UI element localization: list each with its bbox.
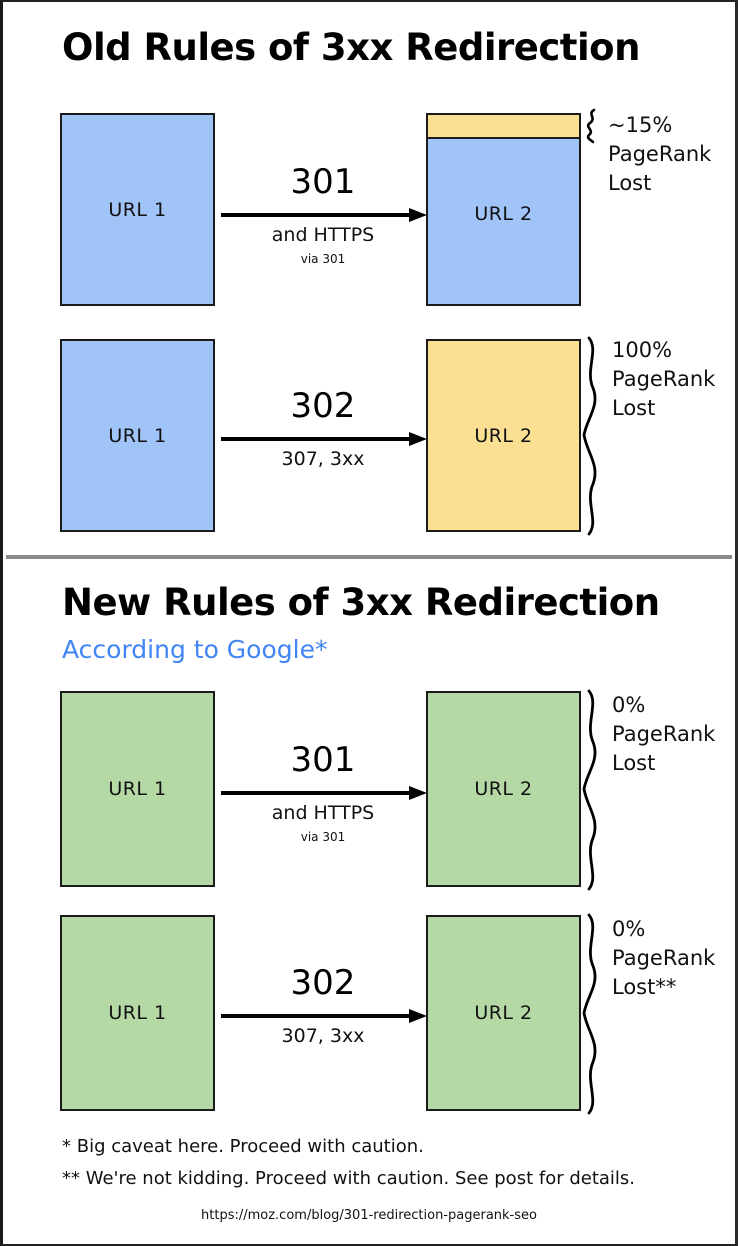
redirect-code-label: 301 [290, 162, 356, 202]
target-url-label: URL 2 [474, 203, 533, 225]
target-url-box-new-301: URL 2 [426, 691, 581, 887]
source-url-box-old-301: URL 1 [60, 113, 215, 306]
new-rules-title: New Rules of 3xx Redirection [62, 581, 660, 624]
brace-small-icon [586, 108, 596, 144]
brace-tall-icon [582, 913, 597, 1115]
source-url-label: URL 1 [108, 778, 167, 800]
redirect-code-label: 302 [290, 963, 356, 1003]
result-label-old-301: ~15% PageRank Lost [608, 113, 712, 195]
result-label-old-302: 100% PageRank Lost [612, 338, 716, 420]
redirect-sub2-label: via 301 [300, 830, 346, 844]
source-url-text: https://moz.com/blog/301-redirection-pag… [201, 1208, 537, 1223]
source-url-label: URL 1 [108, 198, 167, 221]
source-url-box-new-301: URL 1 [60, 691, 215, 887]
target-url-label: URL 2 [474, 424, 533, 447]
redirect-code-label: 302 [290, 386, 356, 426]
target-url-label: URL 2 [474, 778, 533, 800]
target-url-box-new-302: URL 2 [426, 915, 581, 1111]
brace-tall-icon [582, 336, 597, 536]
target-url-label: URL 2 [474, 1002, 533, 1024]
new-rules-subtitle: According to Google* [62, 635, 328, 664]
source-url-label: URL 1 [108, 1002, 167, 1024]
redirect-sub2-label: via 301 [300, 252, 346, 266]
brace-tall-icon [582, 689, 597, 891]
arrow-group-new-301: 301 and HTTPS via 301 [219, 740, 427, 850]
arrow-right-icon [221, 432, 427, 446]
redirect-sub-label: and HTTPS [271, 802, 375, 824]
redirect-code-label: 301 [290, 740, 356, 780]
footnote-single-asterisk: * Big caveat here. Proceed with caution. [62, 1136, 424, 1157]
arrow-right-icon [221, 1009, 427, 1023]
arrow-group-old-302: 302 307, 3xx [219, 386, 427, 481]
source-url-box-new-302: URL 1 [60, 915, 215, 1111]
target-url-box-old-301: URL 2 [426, 113, 581, 306]
section-divider [6, 555, 732, 559]
source-url-box-old-302: URL 1 [60, 339, 215, 532]
redirect-sub-label: 307, 3xx [281, 1025, 365, 1047]
footnote-double-asterisk: ** We're not kidding. Proceed with cauti… [62, 1168, 636, 1189]
pagerank-loss-strip [428, 115, 579, 139]
arrow-group-old-301: 301 and HTTPS via 301 [219, 162, 427, 272]
source-url-label: URL 1 [108, 424, 167, 447]
redirect-sub-label: 307, 3xx [281, 448, 365, 470]
arrow-right-icon [221, 786, 427, 800]
old-rules-title: Old Rules of 3xx Redirection [62, 26, 640, 69]
arrow-group-new-302: 302 307, 3xx [219, 963, 427, 1058]
result-label-new-301: 0% PageRank Lost [612, 693, 716, 775]
redirect-sub-label: and HTTPS [271, 224, 375, 246]
result-label-new-302: 0% PageRank Lost** [612, 917, 716, 999]
target-url-box-old-302: URL 2 [426, 339, 581, 532]
arrow-right-icon [221, 208, 427, 222]
